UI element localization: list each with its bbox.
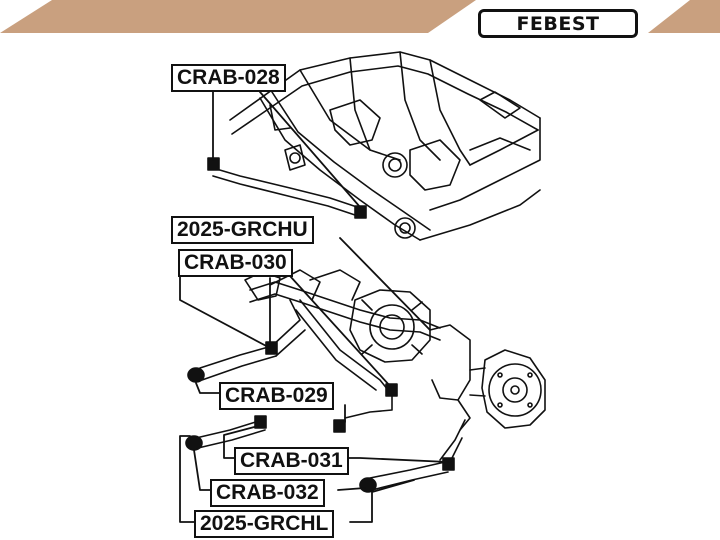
part-label-crab-029: CRAB-029 — [219, 382, 334, 410]
leader-lines — [179, 91, 449, 523]
brand-banner — [0, 0, 720, 33]
part-label-crab-028: CRAB-028 — [171, 64, 286, 92]
axle-assembly-drawing — [185, 269, 546, 493]
rear-frame-drawing — [207, 51, 541, 241]
banner-stripe-left — [0, 0, 476, 33]
part-label-2025-grchu: 2025-GRCHU — [171, 216, 314, 244]
part-label-crab-030: CRAB-030 — [178, 249, 293, 277]
part-label-crab-031: CRAB-031 — [234, 447, 349, 475]
febest-logo-text: FEBEST — [516, 12, 600, 35]
febest-logo: FEBEST — [478, 9, 638, 38]
part-label-crab-032: CRAB-032 — [210, 479, 325, 507]
banner-stripe-right — [648, 0, 720, 33]
part-label-2025-grchl: 2025-GRCHL — [194, 510, 335, 538]
